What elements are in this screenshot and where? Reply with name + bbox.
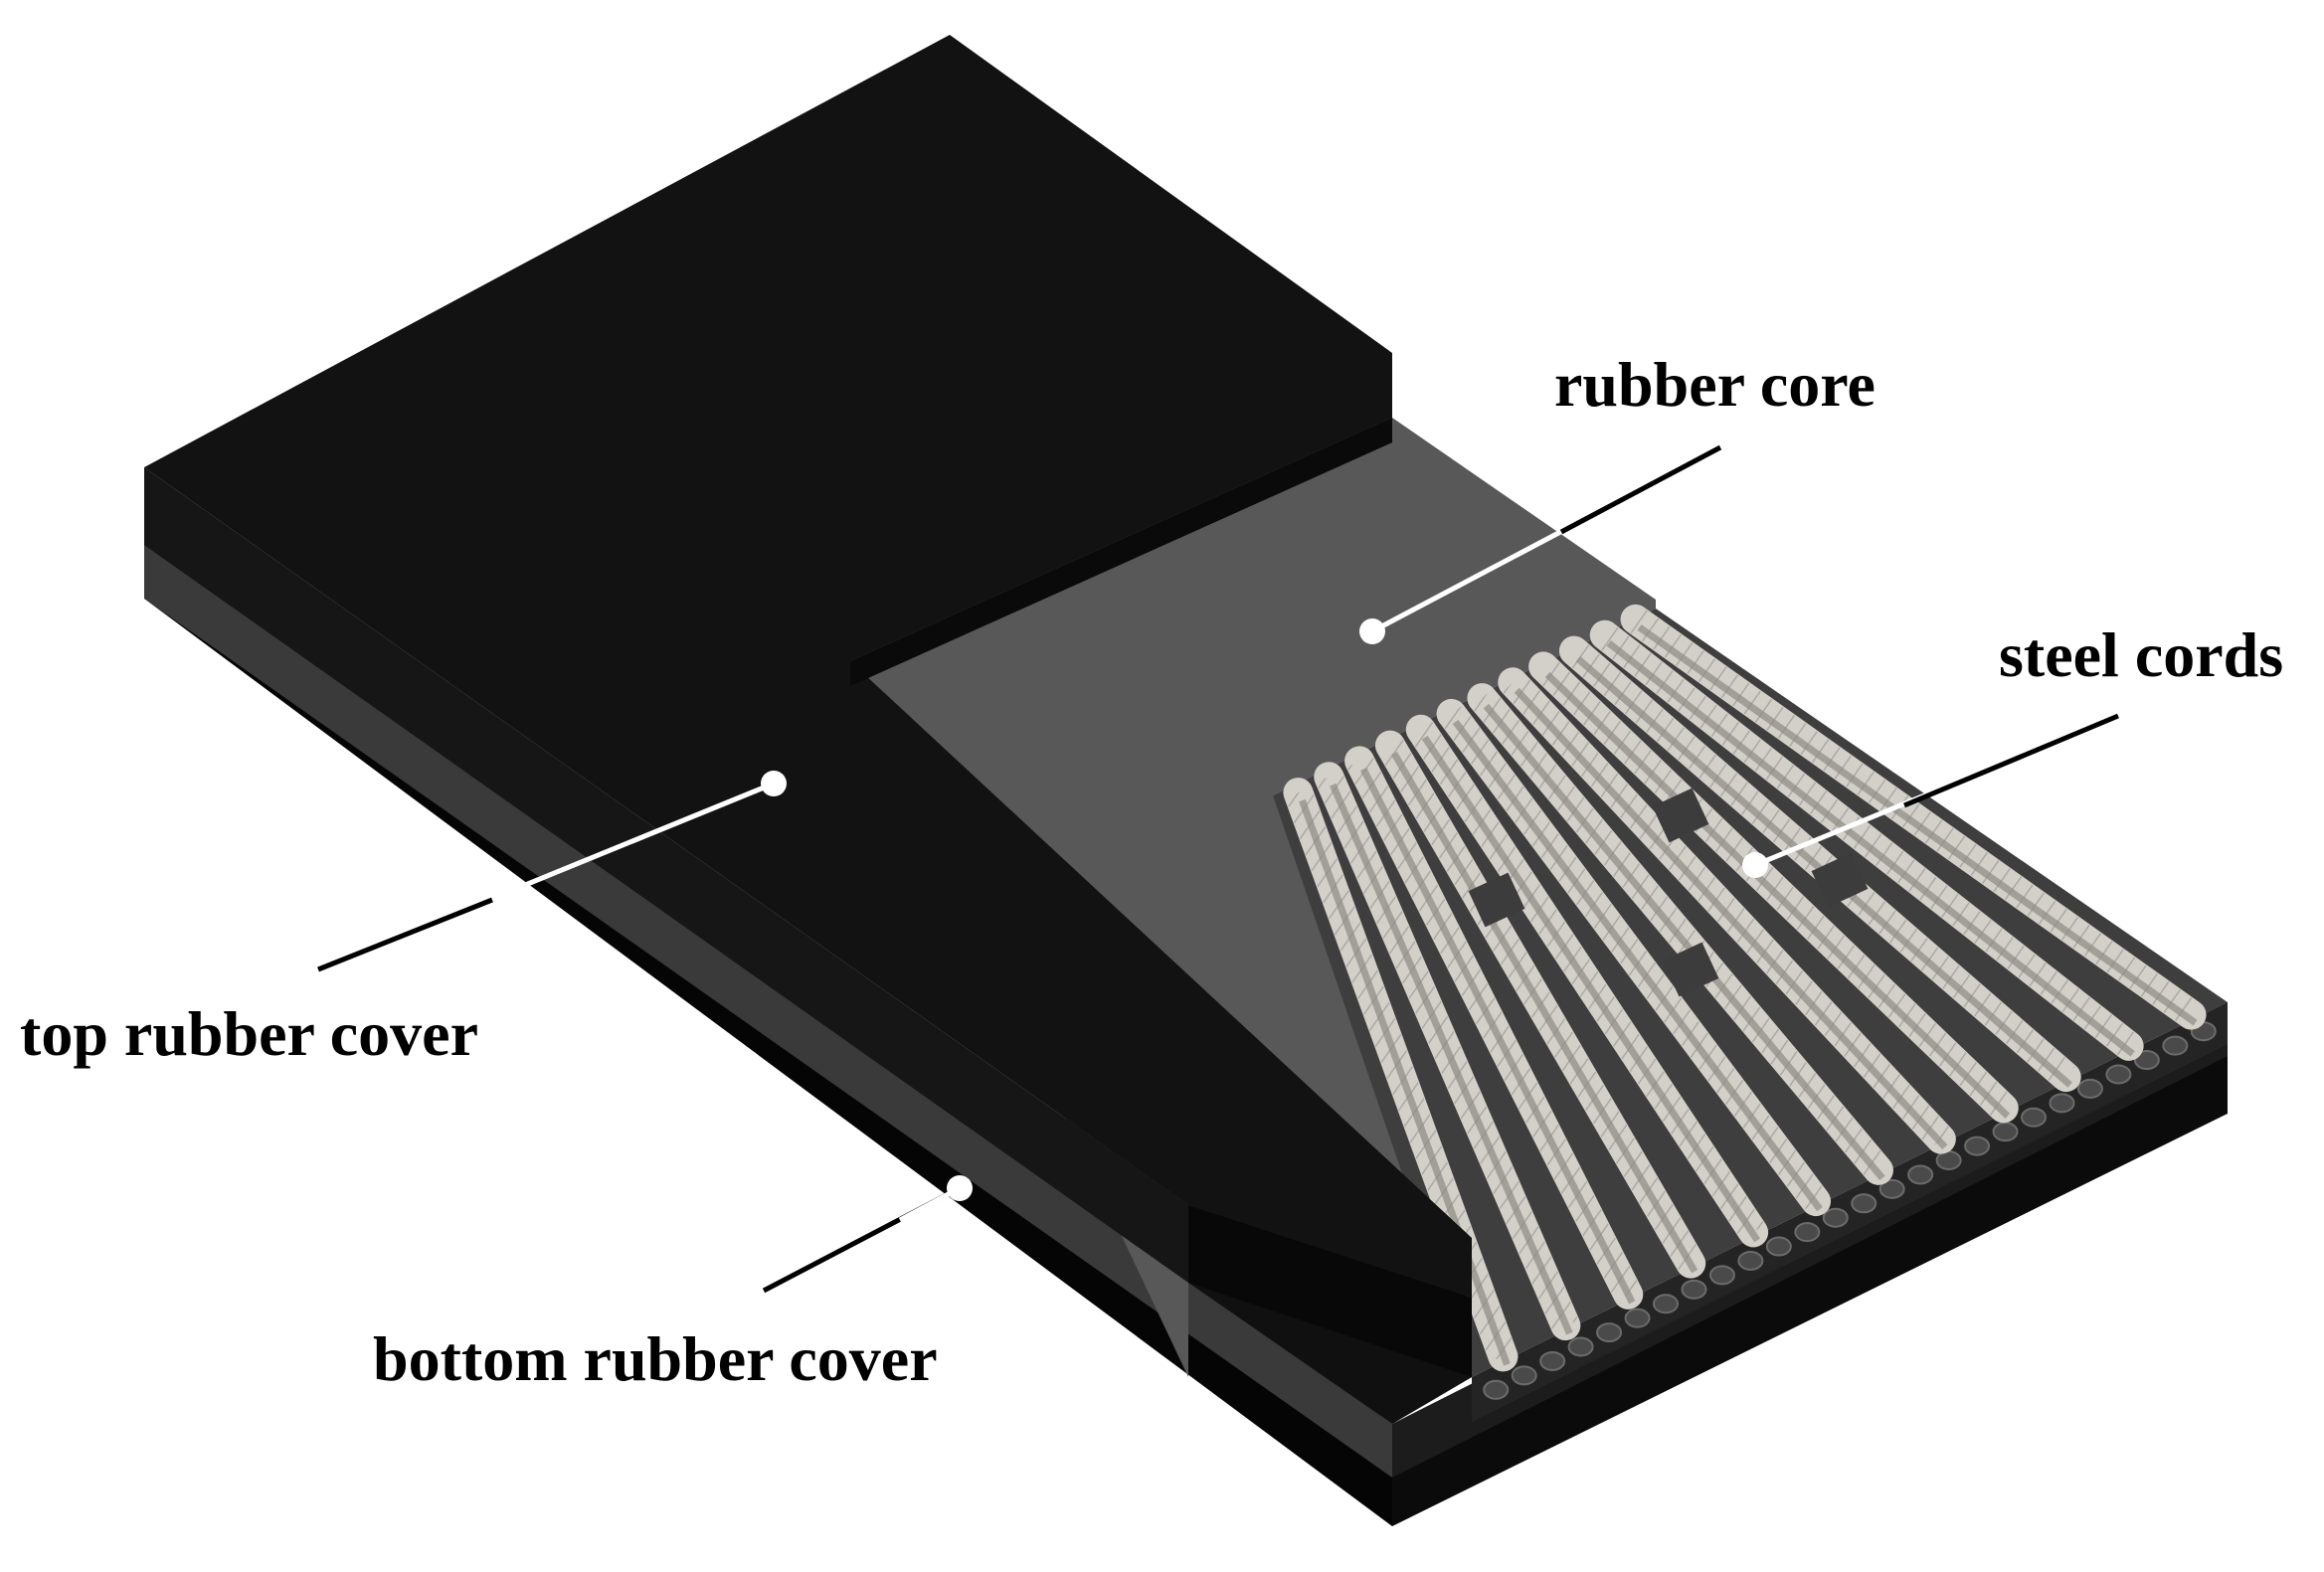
steel-cords-area [1273,604,2228,1377]
top-cover-step-face [850,353,1392,686]
cord-cross-section [2021,1107,2047,1128]
rubber-core-leader-outer [1559,444,1722,535]
cord-cross-section [2133,1050,2160,1071]
steel-cords-group [1283,604,2207,1372]
cord-cross-section [2049,1093,2075,1114]
steel-cord-texture [1471,689,1889,1179]
cord-cross-section [2076,1078,2103,1099]
cord-cross-section [1765,1236,1792,1257]
cord-cross-section [1851,1193,1877,1214]
top-rubber-cover-layer [144,35,1472,1424]
steel-cord-texture [1409,722,1765,1241]
cord-cross-section [1681,1279,1707,1300]
rubber-core-marker [1359,618,1385,644]
steel-cord-texture [1377,738,1703,1271]
cord-cross-section [1567,1336,1594,1357]
steel-cord-texture [1346,755,1641,1302]
cord-cross-section [1708,1265,1735,1286]
cord-cross-section [1935,1150,1962,1171]
cord-cross-section [1964,1135,1991,1156]
steel-cord-texture [1316,771,1579,1331]
cord-cross-section [1511,1365,1537,1386]
cord-cross-section [1653,1294,1679,1314]
cord-cross-section [1992,1122,2019,1142]
steel-cord-texture [1596,623,2138,1057]
core-left-side [144,545,1392,1478]
top-cover-surface [144,35,1472,1298]
cord-splice-gap [1652,787,1709,843]
steel-cord-texture [1564,640,2075,1088]
cord-cross-section [1794,1222,1821,1243]
cord-cross-section [1822,1207,1849,1228]
leader-lines [317,444,2119,1294]
label-rubber-core: rubber core [1554,349,1876,420]
cord-splice-gap [1662,942,1719,997]
cord-cross-section [1878,1178,1905,1199]
label-top-rubber-cover: top rubber cover [20,998,478,1069]
cord-cross-section [1596,1322,1623,1343]
cord-cross-sections [1483,1021,2217,1400]
top-cover-marker [761,771,787,796]
cord-cross-section [2162,1035,2189,1056]
bottom-cover-marker [947,1175,973,1201]
steel-cord-texture [1503,672,1952,1149]
cord-cross-section [1624,1308,1651,1328]
cord-cross-section [1737,1250,1764,1271]
cord-cross-section [1907,1164,1934,1185]
top-cover-leader-outer [317,897,493,972]
cord-cross-section [1483,1379,1510,1400]
steel-cord-texture [1627,608,2200,1027]
cord-cross-section [1539,1350,1566,1371]
cord-splice-gap [1468,872,1525,928]
top-cover-front-lip [1188,1205,1472,1377]
steel-cords-marker [1742,852,1768,878]
steel-cord-texture [1440,705,1828,1210]
cord-cross-section [2105,1064,2132,1085]
label-bottom-rubber-cover: bottom rubber cover [373,1323,938,1394]
label-steel-cords: steel cords [1999,619,2284,690]
cord-splice-gap [1811,852,1869,908]
cord-front-edge [1472,1002,2228,1422]
steel-cords-leader-outer [1903,713,2119,808]
steel-cord-texture [1533,656,2014,1119]
top-cover-left-side [144,467,1188,1283]
